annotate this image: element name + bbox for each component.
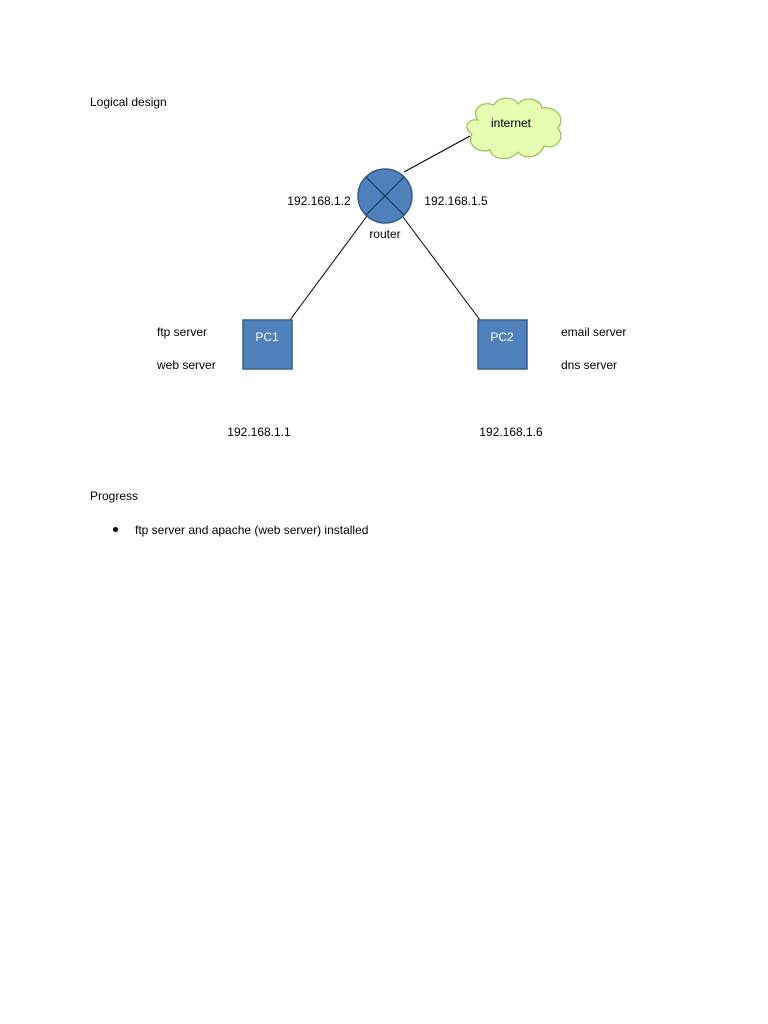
pc1-role-ftp: ftp server [157, 325, 207, 339]
bullet-icon [113, 527, 118, 532]
pc2-node-icon [477, 319, 528, 370]
link-router-pc1 [289, 215, 368, 321]
progress-item-text: ftp server and apache (web server) insta… [135, 523, 369, 537]
network-diagram: internet router 192.168.1.2 192.168.1.5 … [156, 97, 626, 439]
progress-list: ftp server and apache (web server) insta… [110, 523, 368, 537]
pc2-label: PC2 [490, 330, 514, 344]
pc2-role-dns: dns server [561, 358, 617, 372]
pc1-label: PC1 [255, 330, 279, 344]
pc1-ip: 192.168.1.1 [227, 425, 291, 439]
pc1-role-web: web server [156, 358, 216, 372]
pc2-ip: 192.168.1.6 [479, 425, 543, 439]
pc2-role-email: email server [561, 325, 626, 339]
link-router-pc2 [402, 216, 481, 321]
router-label: router [369, 227, 400, 241]
internet-label: internet [491, 116, 532, 130]
list-item: ftp server and apache (web server) insta… [110, 523, 368, 537]
router-ip-right: 192.168.1.5 [424, 194, 488, 208]
router-icon [357, 168, 413, 224]
pc1-node-icon [242, 319, 293, 370]
router-ip-left: 192.168.1.2 [287, 194, 351, 208]
logical-design-heading: Logical design [90, 95, 167, 109]
link-router-internet [403, 135, 471, 173]
internet-cloud-icon [466, 97, 562, 160]
progress-heading: Progress [90, 489, 139, 503]
